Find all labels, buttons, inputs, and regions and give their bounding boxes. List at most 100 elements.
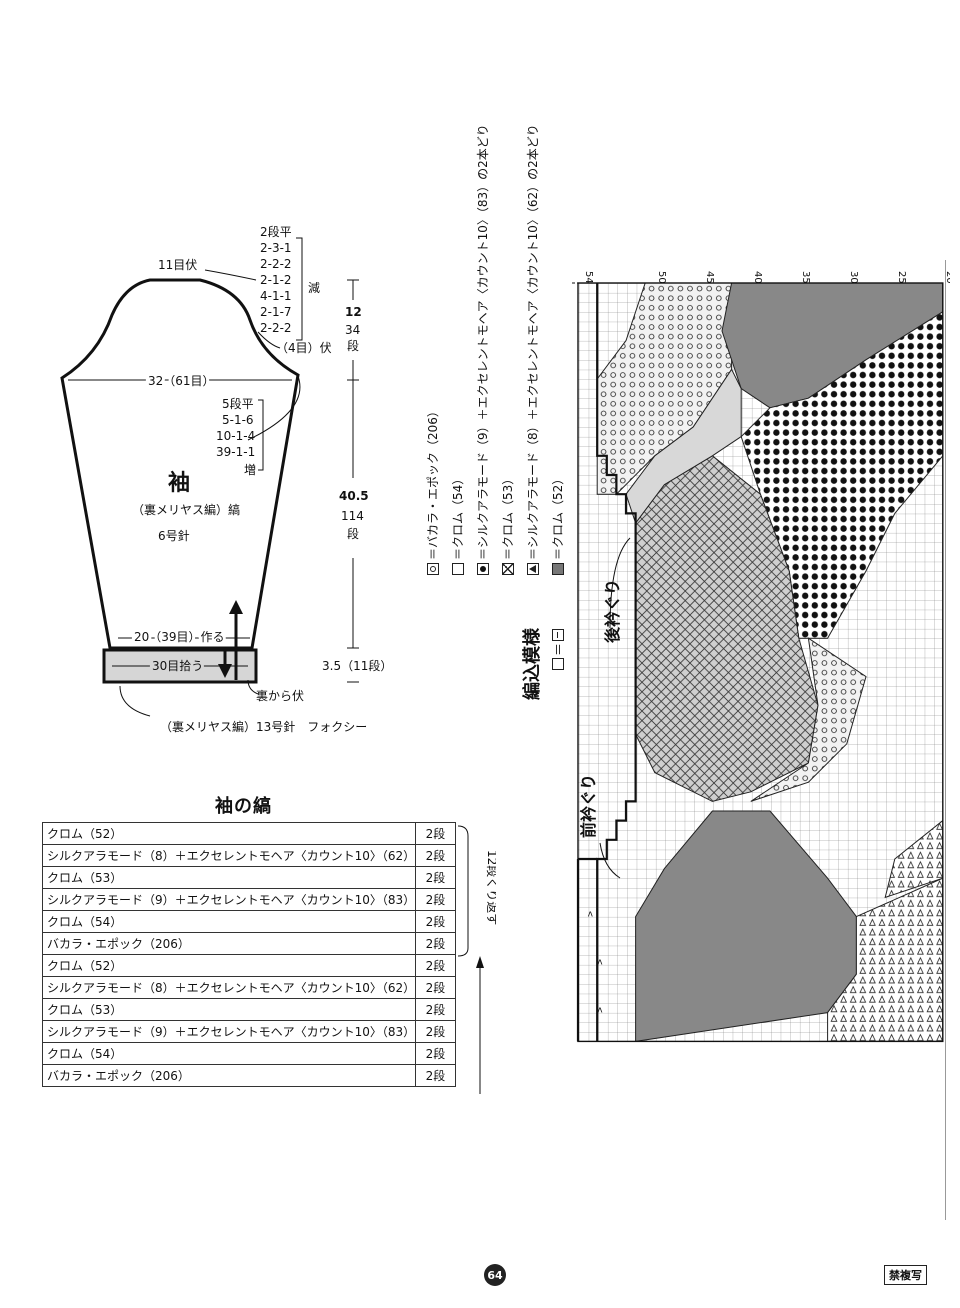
dim-body: 40.5 114 段 [339,489,369,541]
chart-col-label: 45 [704,271,715,284]
top-bind-label: 11目伏 [158,258,197,272]
legend-item: ＝クロム（53） [495,45,520,575]
svg-text:段: 段 [347,338,359,353]
table-row: クロム（52）2段 [42,954,456,977]
svg-text:2-2-2: 2-2-2 [260,257,292,271]
color-legend: ＝バカラ・エポック（206） ＝クロム（54） ＝シルクアラモード（9）＋エクセレン… [420,45,570,575]
sleeve-needle: 6号針 [158,528,190,543]
gray-symbol-icon [551,563,564,575]
chart-col-label: 30 [848,271,859,284]
legend-item: ＝バカラ・エポック（206） [420,45,445,575]
stripe-table-title: 袖の縞 [215,796,272,817]
table-row: クロム（53）2段 [42,866,456,889]
dim-cap: 12 34 段 [345,305,362,353]
stripe-rows: 2段 [415,910,456,933]
stripe-yarn: シルクアラモード（9）＋エクセレントモヘア〈カウント10〉（83）の2本どり [42,888,416,911]
svg-text:4-1-1: 4-1-1 [260,289,292,303]
stripe-rows: 2段 [415,1020,456,1043]
stripe-yarn: シルクアラモード（8）＋エクセレントモヘア〈カウント10〉（62）の2本どり [42,976,416,999]
stripe-yarn: クロム（54） [42,910,416,933]
back-neck-leader [609,537,631,629]
svg-text:2-1-2: 2-1-2 [260,273,292,287]
stripe-rows: 2段 [415,866,456,889]
copy-prohibited-note: 禁複写 [884,1265,927,1285]
stripe-rows: 2段 [415,1064,456,1087]
svg-text:2-3-1: 2-3-1 [260,241,292,255]
dot-symbol-icon [476,563,489,575]
stripe-yarn: クロム（53） [42,998,416,1021]
table-row: クロム（54）2段 [42,910,456,933]
chart-region-circle-mid [750,637,867,802]
cap-decrease-list: 2段平 2-3-1 2-2-2 2-1-2 4-1-1 2-1-7 2-2-2 [260,224,292,335]
chart-col-label: 25 [896,271,907,284]
stripe-table: クロム（52）2段シルクアラモード（8）＋エクセレントモヘア〈カウント10〉（6… [42,822,456,1087]
cuff-note: （裏メリヤス編）13号針 フォクシー [160,719,367,734]
repeat-note: 12段くり返す [485,850,496,925]
side-increase-label: 増 [244,463,256,477]
legend-item: ＝シルクアラモード（9）＋エクセレントモヘア〈カウント10〉（83）の2本どり [470,45,495,575]
bind-back-label: 裏から伏 [256,688,304,703]
chart-key: ＝ [548,628,567,672]
svg-text:2-2-2: 2-2-2 [260,321,292,335]
svg-text:12: 12 [345,305,362,319]
chart-title: 編込模様 [522,628,543,700]
chart-col-label: 35 [800,271,811,284]
back-neck-line [596,283,637,1042]
svg-text:5-1-6: 5-1-6 [222,413,254,427]
stripe-rows: 2段 [415,932,456,955]
table-row: シルクアラモード（8）＋エクセレントモヘア〈カウント10〉（62）の2本どり2段 [42,844,456,867]
stripe-rows: 2段 [415,976,456,999]
blank-symbol-icon [451,563,464,575]
back-neck-label: 後衿ぐり [603,579,622,643]
front-neck-leader [599,842,621,879]
chart-col-label: 50 [656,271,667,284]
xx-symbol-icon [501,563,514,575]
table-row: シルクアラモード（8）＋エクセレントモヘア〈カウント10〉（62）の2本どり2段 [42,976,456,999]
svg-text:10-1-4: 10-1-4 [216,429,255,443]
width-label: 32（61目） [148,374,215,388]
legend-item: ＝クロム（54） [445,45,470,575]
legend-text: ＝バカラ・エポック（206） [426,405,440,560]
stripe-rows: 2段 [415,822,456,845]
table-row: シルクアラモード（9）＋エクセレントモヘア〈カウント10〉（83）の2本どり2段 [42,888,456,911]
stripe-rows: 2段 [415,888,456,911]
legend-text: ＝クロム（54） [451,472,465,560]
legend-text: ＝シルクアラモード（8）＋エクセレントモヘア〈カウント10〉（62）の2本どり [526,124,540,560]
table-row: バカラ・エポック（206）2段 [42,932,456,955]
cap-decrease-label: 減 [308,280,320,295]
table-row: クロム（53）2段 [42,998,456,1021]
dec-mark-icon: ʌ [588,910,594,920]
svg-text:40.5: 40.5 [339,489,369,503]
blank-cell-icon [551,658,564,670]
dim-cuff: 3.5（11段） [322,658,392,673]
sleeve-stitch: （裏メリヤス編）縞 [132,502,240,517]
repeat-bracket: 12段くり返す [457,825,496,1094]
dec-mark-icon: ʌ [597,1006,603,1016]
pickup-label: 30目拾う [152,658,203,673]
svg-text:5段平: 5段平 [222,396,254,411]
chart-col-label: 40 [752,271,763,284]
svg-text:39-1-1: 39-1-1 [216,445,255,459]
chart-frame [577,282,944,1043]
chart-region-cross-top [625,368,742,525]
circ-symbol-icon [426,563,439,575]
stripe-rows: 2段 [415,844,456,867]
stripe-yarn: クロム（53） [42,866,416,889]
svg-text:2-1-7: 2-1-7 [260,305,292,319]
stripe-yarn: シルクアラモード（9）＋エクセレントモヘア〈カウント10〉（83）の2本どり [42,1020,416,1043]
dec-mark-icon: ʌ [597,958,603,968]
page-number: 64 [484,1264,506,1286]
stripe-rows: 2段 [415,998,456,1021]
legend-text: ＝クロム（52） [551,472,565,560]
underarm-bind-label: （4目）伏 [276,341,332,355]
stripe-yarn: バカラ・エポック（206） [42,932,416,955]
chart-col-label: 54 [583,271,594,284]
legend-text: ＝クロム（53） [501,472,515,560]
stripe-yarn: シルクアラモード（8）＋エクセレントモヘア〈カウント10〉（62）の2本どり [42,844,416,867]
sleeve-title: 袖 [168,470,190,496]
cast-on-label: 20（39目）作る [134,630,225,644]
svg-text:段: 段 [347,526,359,541]
legend-item: ＝シルクアラモード（8）＋エクセレントモヘア〈カウント10〉（62）の2本どり [520,45,545,575]
purl-cell-icon [551,628,564,641]
